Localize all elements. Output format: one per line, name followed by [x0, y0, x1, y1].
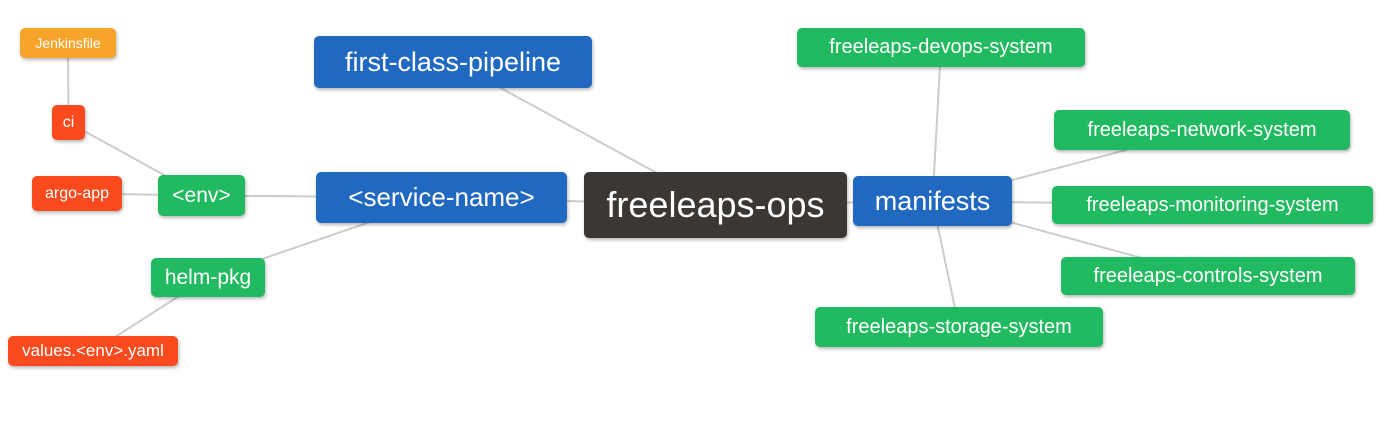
node-first-class-pipeline[interactable]: first-class-pipeline [314, 36, 592, 88]
node-helm-pkg[interactable]: helm-pkg [151, 258, 265, 297]
node-env[interactable]: <env> [158, 175, 245, 216]
node-manifests[interactable]: manifests [853, 176, 1012, 226]
node-argo-app[interactable]: argo-app [32, 176, 122, 211]
node-freeleaps-storage-system[interactable]: freeleaps-storage-system [815, 307, 1103, 347]
node-values-env-yaml[interactable]: values.<env>.yaml [8, 336, 178, 366]
node-freeleaps-controls-system[interactable]: freeleaps-controls-system [1061, 257, 1355, 295]
node-ci[interactable]: ci [52, 105, 85, 140]
edge-manifests-devops [931, 47, 942, 202]
node-freeleaps-monitoring-system[interactable]: freeleaps-monitoring-system [1052, 186, 1373, 224]
node-freeleaps-network-system[interactable]: freeleaps-network-system [1054, 110, 1350, 150]
node-service-name[interactable]: <service-name> [316, 172, 567, 223]
node-jenkinsfile[interactable]: Jenkinsfile [20, 28, 116, 58]
node-freeleaps-devops-system[interactable]: freeleaps-devops-system [797, 28, 1085, 67]
node-freeleaps-ops-root[interactable]: freeleaps-ops [584, 172, 847, 238]
